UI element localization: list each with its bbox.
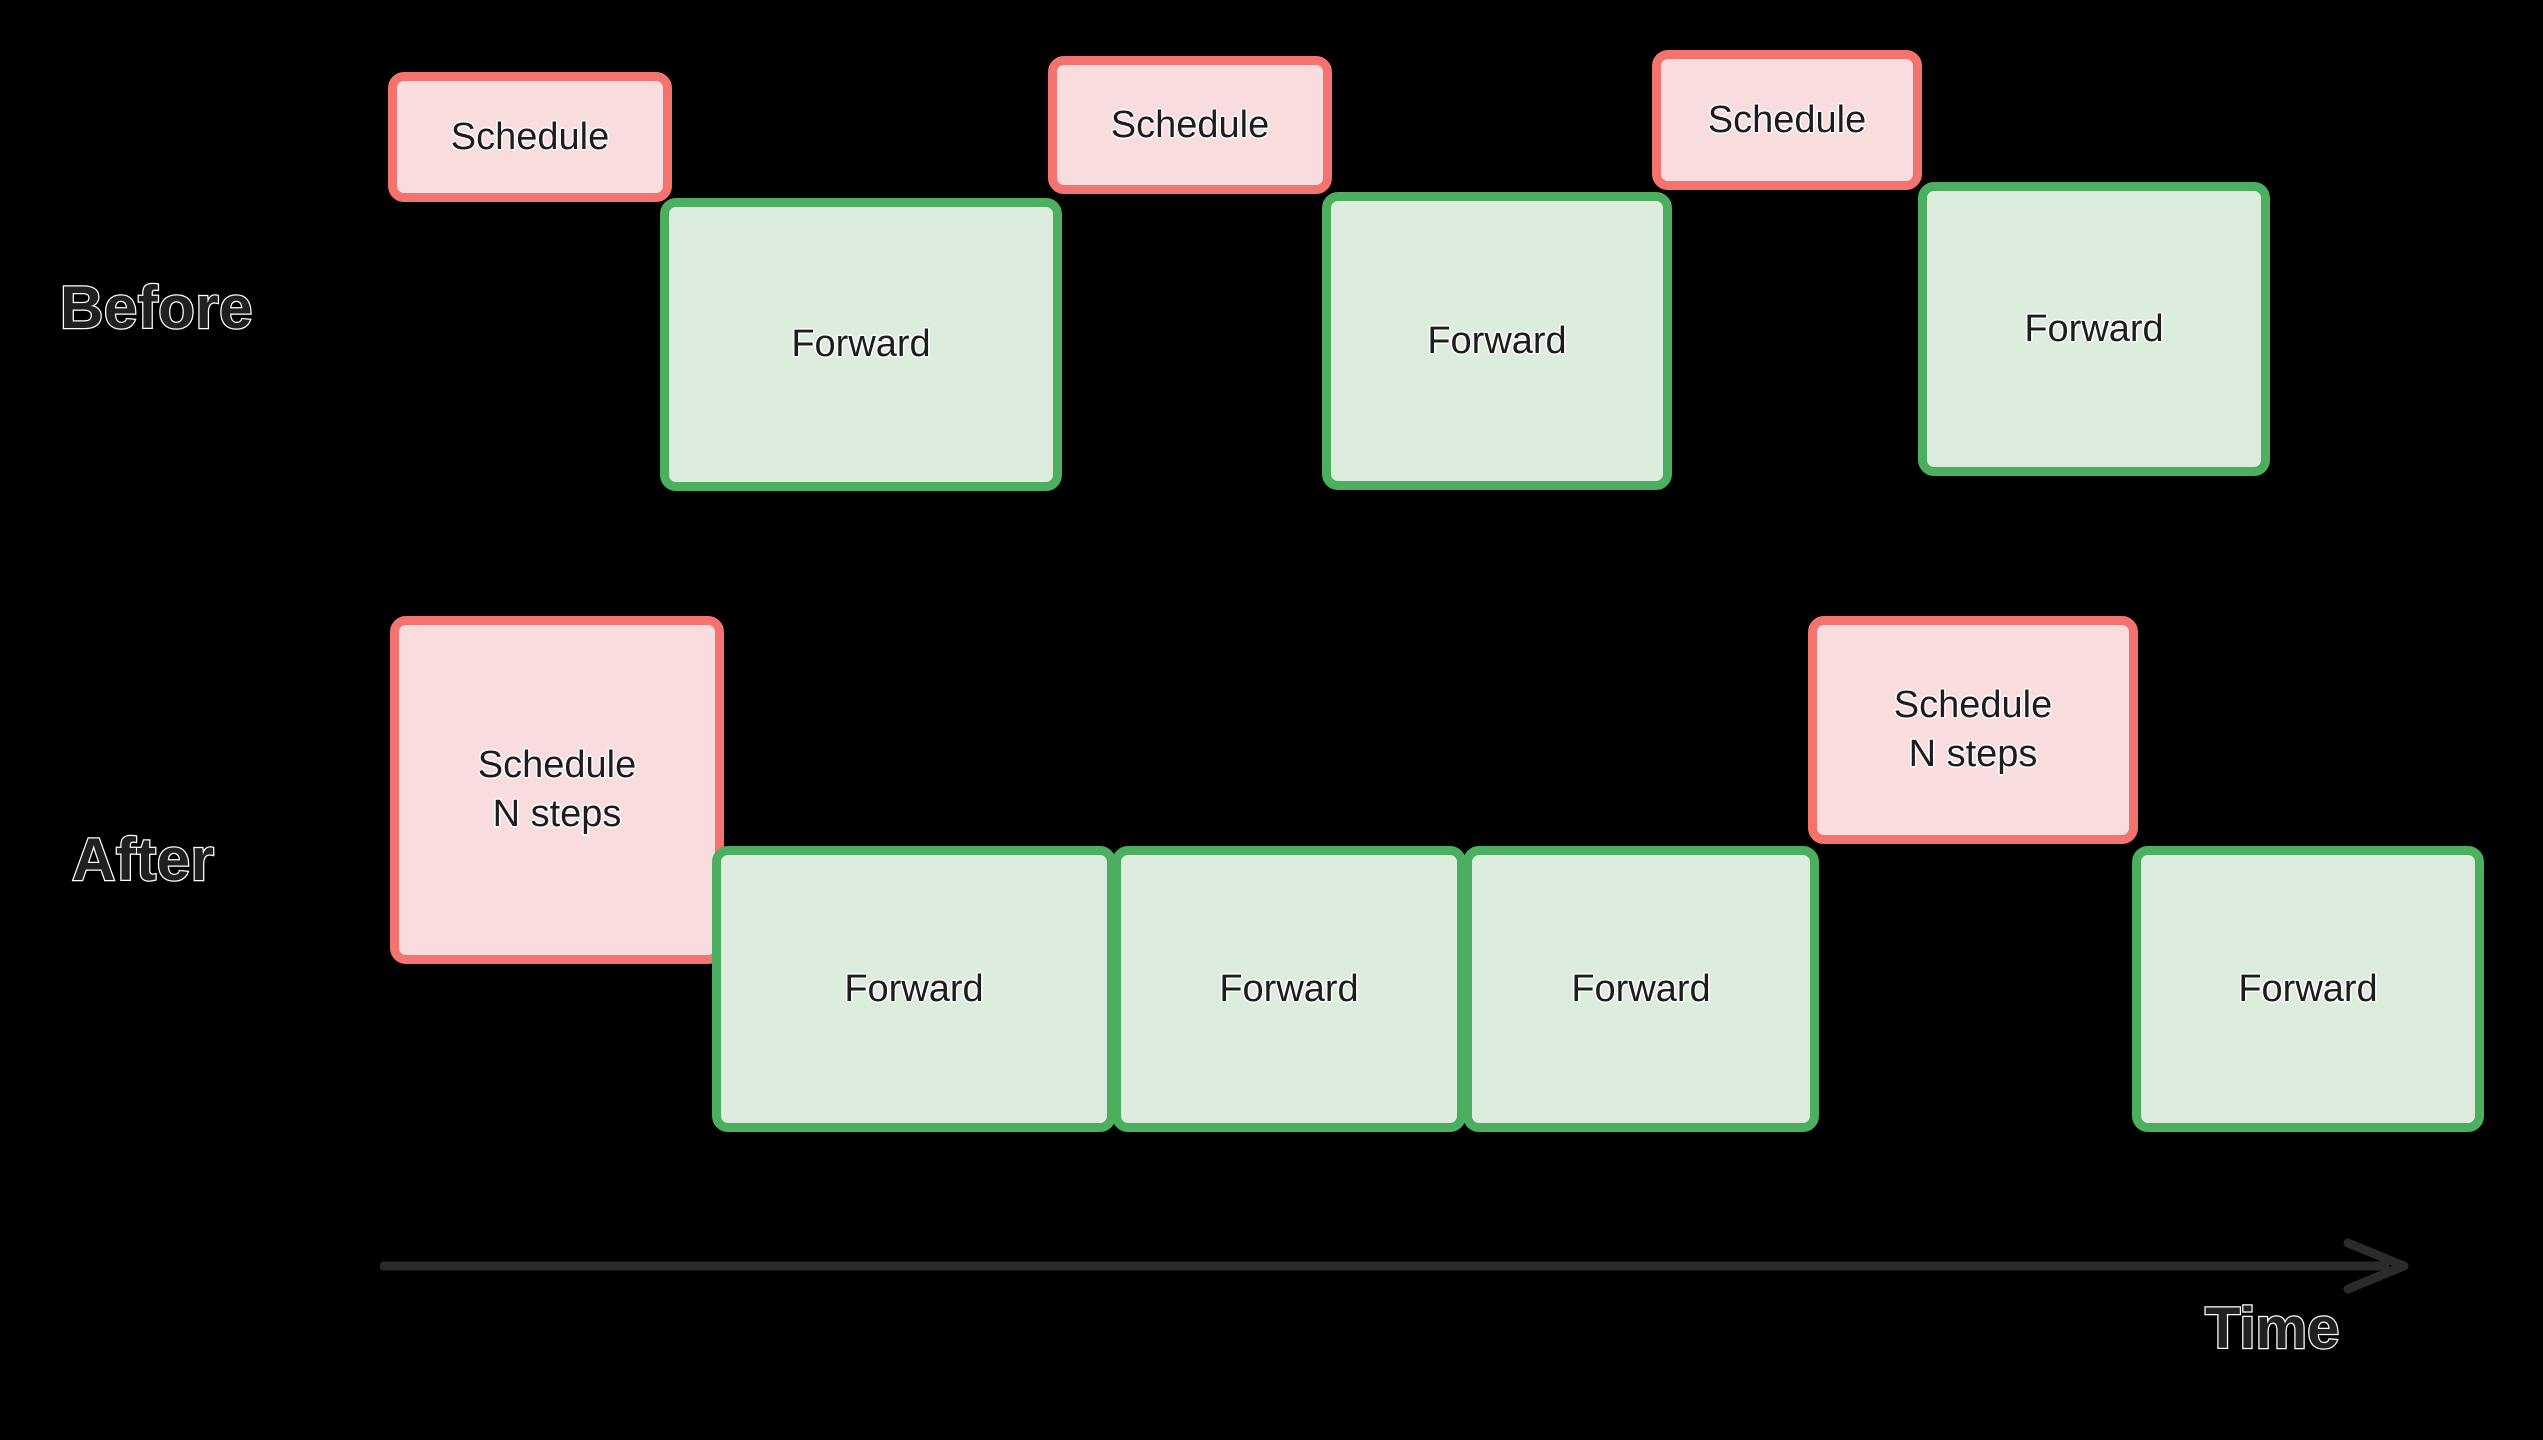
forward-box: Forward: [1918, 182, 2270, 476]
schedule-box: Schedule N steps: [390, 616, 724, 964]
schedule-box-label: Schedule N steps: [1893, 684, 2053, 775]
schedule-box-label: Schedule: [450, 115, 610, 158]
schedule-box: Schedule: [1652, 50, 1922, 190]
schedule-box-label: Schedule: [1707, 98, 1867, 141]
schedule-box: Schedule N steps: [1808, 616, 2138, 844]
forward-box-label: Forward: [1427, 319, 1567, 362]
forward-box: Forward: [1322, 192, 1672, 490]
row-label-after: After: [71, 826, 216, 893]
forward-box: Forward: [660, 198, 1062, 491]
forward-box: Forward: [712, 846, 1116, 1132]
forward-box-label: Forward: [1571, 967, 1711, 1010]
forward-box-label: Forward: [2024, 307, 2164, 350]
schedule-box-label: Schedule N steps: [477, 744, 637, 835]
row-label-before: Before: [59, 274, 254, 341]
schedule-box: Schedule: [388, 72, 672, 202]
forward-box: Forward: [1112, 846, 1466, 1132]
forward-box-label: Forward: [2238, 967, 2378, 1010]
schedule-box: Schedule: [1048, 56, 1332, 194]
forward-box-label: Forward: [791, 323, 931, 366]
forward-box: Forward: [1463, 846, 1819, 1132]
schedule-box-label: Schedule: [1110, 103, 1270, 146]
axis-label-time: Time: [2204, 1296, 2341, 1361]
forward-box-label: Forward: [844, 967, 984, 1010]
forward-box: Forward: [2132, 846, 2484, 1132]
time-axis-arrow: [380, 1238, 2420, 1294]
forward-box-label: Forward: [1219, 967, 1359, 1010]
